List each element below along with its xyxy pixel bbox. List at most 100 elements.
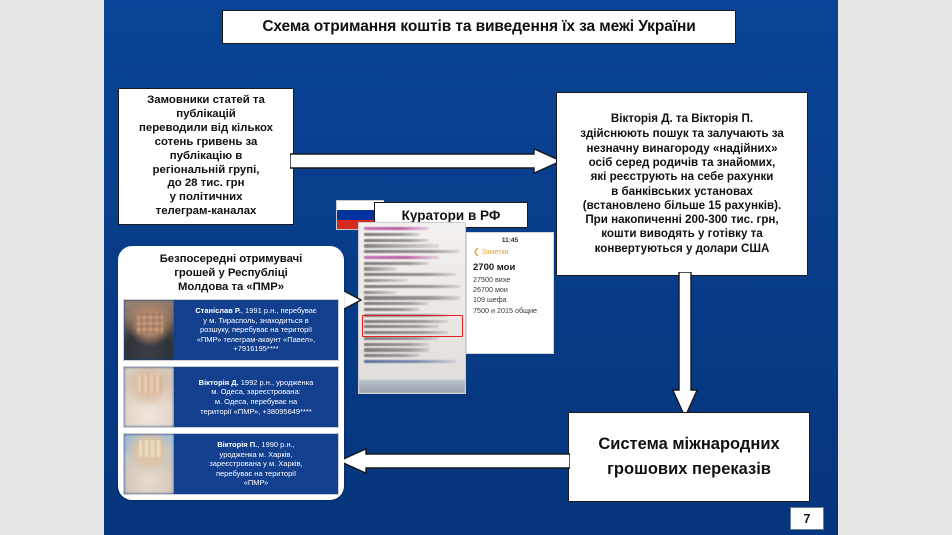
receipt-line <box>364 273 457 277</box>
receipt-line <box>364 331 449 335</box>
clients-line-8: у політичних <box>169 191 243 204</box>
arrow-clients-to-victoria <box>290 148 562 174</box>
person-description: Станіслав Р., 1991 р.н., перебуває у м. … <box>174 300 338 360</box>
receipt-line <box>364 267 397 271</box>
victoria-line-4: які реєструють на себе рахунки <box>590 170 774 184</box>
clients-line-6: регіональній групі, <box>152 163 260 176</box>
list-item-person-victoria-p: Вікторія П., 1990 р.н., уродженка м. Хар… <box>123 433 339 495</box>
notes-app-screenshot: 11:45 ❮ Заметки 2700 мои 27500 вихе 2670… <box>466 232 554 354</box>
avatar <box>124 434 174 494</box>
clients-line-5: публікацію в <box>169 149 243 162</box>
box-article-clients: Замовники статей та публікацій переводил… <box>118 88 294 226</box>
recipients-title-line-1: Безпосередні отримувачі <box>159 253 303 265</box>
list-item-person-stanislav: Станіслав Р., 1991 р.н., перебуває у м. … <box>123 299 339 361</box>
list-item-person-victoria-d: Вікторія Д. 1992 р.н., уродженка м. Одес… <box>123 366 339 428</box>
recipients-title-line-2: грошей у Республіці <box>174 267 288 279</box>
arrow-victoria-to-system <box>672 272 698 418</box>
person-name-and-line: Вікторія П., 1990 р.н., <box>177 440 335 450</box>
person-line-2: м. Одеса, зареєстрована: <box>211 387 301 397</box>
recipients-title: Безпосередні отримувачі грошей у Республ… <box>123 252 339 294</box>
person-line-3: розшуку, перебуває на території <box>199 325 313 335</box>
money-transfer-receipt <box>358 222 466 394</box>
clients-line-7: до 28 тис. грн <box>167 177 245 190</box>
recipients-title-line-3: Молдова та «ПМР» <box>177 281 285 293</box>
victoria-line-1: здійснюють пошук та залучають за <box>580 127 784 141</box>
avatar <box>124 300 174 360</box>
receipt-line <box>364 279 409 283</box>
system-line-1: Система міжнародних <box>598 435 780 454</box>
receipt-line <box>364 313 449 317</box>
card-direct-recipients: Безпосередні отримувачі грошей у Республ… <box>118 246 344 500</box>
person-line-4: «ПМР» телеграм-акаунт «Павел», <box>196 334 316 344</box>
receipt-line <box>364 238 430 242</box>
face-pixelation <box>138 375 162 394</box>
clients-line-9: телеграм-каналах <box>155 205 257 218</box>
note-row: 7500 и 2015 общие <box>473 305 538 315</box>
victoria-heading: Вікторія Д. та Вікторія П. <box>610 111 754 125</box>
status-bar-time: 11:45 <box>501 237 519 244</box>
person-line-5: «ПМР» <box>243 478 269 488</box>
system-line-2: грошових переказів <box>607 460 771 478</box>
receipt-line <box>364 302 430 306</box>
notes-back-nav: ❮ Заметки <box>473 248 547 256</box>
clients-line-2: публікацій <box>176 107 236 120</box>
person-line-5: +7916195**** <box>233 344 279 354</box>
receipt-line <box>364 261 430 265</box>
person-description: Вікторія П., 1990 р.н., уродженка м. Хар… <box>174 434 338 494</box>
victoria-line-2: незначну винагороду «надійних» <box>586 141 778 155</box>
receipt-line <box>364 342 430 346</box>
receipt-line <box>364 307 420 312</box>
clients-line-4: сотень гривень за <box>154 135 258 148</box>
clients-line-3: переводили від кількох <box>138 121 274 134</box>
clients-line-1: Замовники статей та <box>147 94 265 106</box>
arrow-system-to-recipients <box>338 448 570 474</box>
person-line-4: перебуває на території <box>215 468 297 478</box>
receipt-line <box>364 348 430 352</box>
evidence-screenshots: 11:45 ❮ Заметки 2700 мои 27500 вихе 2670… <box>358 222 554 394</box>
receipt-line <box>364 290 397 294</box>
receipt-line <box>364 296 460 300</box>
receipt-line <box>364 336 439 341</box>
note-row: 27500 вихе <box>473 275 511 284</box>
face-pixelation <box>137 313 163 334</box>
receipt-footer-strip <box>359 380 465 393</box>
receipt-line <box>364 232 420 236</box>
flag-stripe-white <box>337 201 383 211</box>
person-line-2: у м. Тирасполь, знаходиться в <box>203 315 309 325</box>
person-line-1: , 1990 р.н., <box>257 440 295 450</box>
page-number-badge: 7 <box>790 507 824 530</box>
receipt-line <box>364 250 460 254</box>
person-line-2: уродженка м. Харків, <box>219 449 293 459</box>
victoria-line-3: осіб серед родичів та знайомих, <box>588 155 776 169</box>
person-line-4: території «ПМР», +38095649**** <box>200 406 312 416</box>
victoria-line-5: в банківських установах <box>611 184 753 198</box>
presentation-slide: Схема отримання коштів та виведення їх з… <box>104 0 838 535</box>
box-victoria-recruiters: Вікторія Д. та Вікторія П. здійснюють по… <box>556 92 808 276</box>
box-international-transfer-system: Система міжнародних грошових переказів <box>568 412 810 502</box>
person-line-1: , 1991 р.н., перебуває <box>240 306 317 316</box>
receipt-redacted-line <box>364 227 430 231</box>
person-description: Вікторія Д. 1992 р.н., уродженка м. Одес… <box>174 367 338 427</box>
receipt-redacted-line <box>364 255 439 260</box>
avatar <box>124 367 174 427</box>
flag-stripe-blue <box>337 210 383 220</box>
person-line-3: зареєстрована у м. Харків, <box>209 459 303 469</box>
victoria-line-8: кошти виводять у готівку та <box>601 227 763 241</box>
face-pixelation <box>139 440 161 457</box>
receipt-line <box>364 354 420 358</box>
chevron-left-icon: ❮ <box>473 247 480 256</box>
receipt-line <box>364 284 460 288</box>
person-name-and-line: Станіслав Р., 1991 р.н., перебуває <box>177 306 335 316</box>
victoria-line-9: конвертуються у долари США <box>594 241 770 255</box>
victoria-line-6: (встановлено більше 15 рахунків). <box>582 198 782 212</box>
person-name-and-line: Вікторія Д. 1992 р.н., уродженка <box>177 378 335 388</box>
receipt-line <box>364 359 457 364</box>
notes-back-label: Заметки <box>481 248 509 256</box>
person-line-1: 1992 р.н., уродженка <box>238 377 314 387</box>
person-name: Вікторія П. <box>217 440 258 450</box>
note-row: 109 шефа <box>473 295 507 305</box>
receipt-line <box>364 319 449 323</box>
receipt-line <box>364 244 439 248</box>
receipt-line <box>364 325 439 329</box>
person-name: Станіслав Р. <box>195 306 241 316</box>
